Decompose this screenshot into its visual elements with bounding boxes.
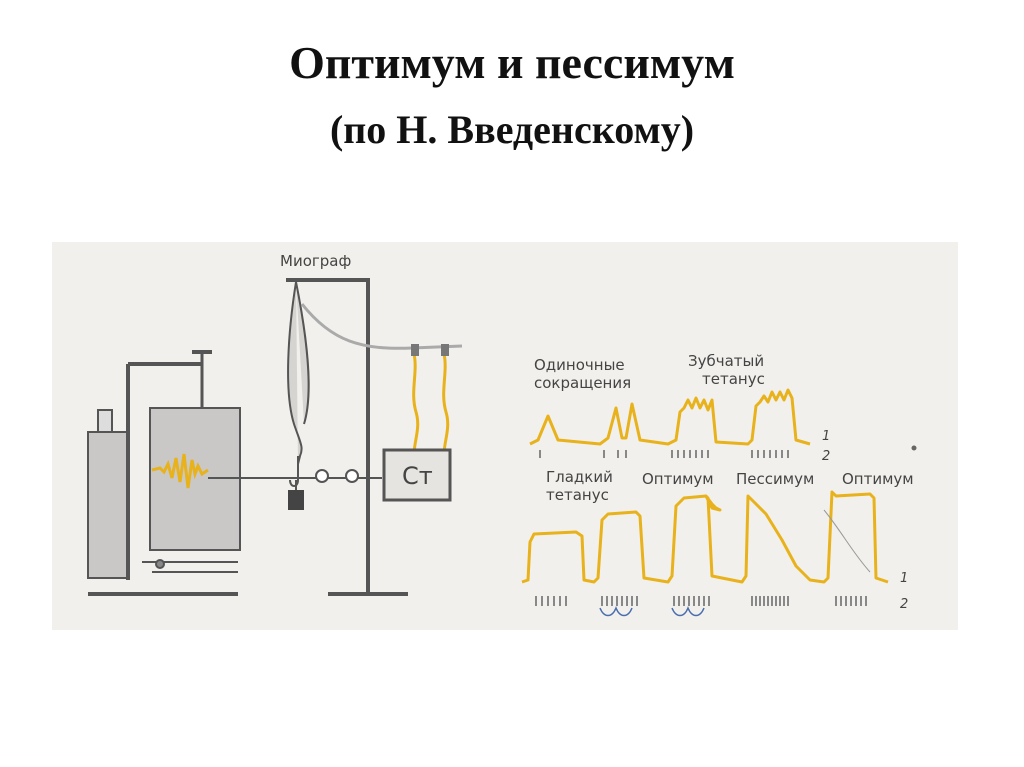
muscle xyxy=(287,281,310,465)
dot-mark xyxy=(911,445,917,451)
label-single-contractions-2: сокращения xyxy=(534,374,631,392)
slide-title: Оптимум и пессимум xyxy=(289,37,735,88)
trace-row-2 xyxy=(521,490,889,584)
pessimum-overlay xyxy=(823,509,871,573)
vvedensky-diagram: Миограф Ст Одиночные сокращения Зубчатый… xyxy=(52,242,958,630)
trace-row-1 xyxy=(529,388,811,446)
stimulus-marks-row-2 xyxy=(535,596,867,606)
diagram-svg: Миограф Ст Одиночные сокращения Зубчатый… xyxy=(87,252,917,617)
label-line-1-row-2: 1 xyxy=(900,571,908,586)
drum-knob xyxy=(155,559,165,569)
label-line-2-row-1: 2 xyxy=(822,449,830,464)
label-dentate-tetanus-2: тетанус xyxy=(702,370,765,388)
kymograph-stand xyxy=(88,362,238,596)
label-line-1-row-1: 1 xyxy=(822,429,830,444)
myograph-label: Миограф xyxy=(280,252,351,270)
label-smooth-tetanus-1: Гладкий xyxy=(546,468,613,486)
lever-pivot-1 xyxy=(315,469,329,483)
stimulus-marks-row-1 xyxy=(539,450,789,458)
electrode-clip-1 xyxy=(411,344,419,356)
weight xyxy=(288,490,304,510)
label-pessimum: Пессимум xyxy=(736,470,814,488)
nerve-wire xyxy=(300,303,463,350)
label-optimum-2: Оптимум xyxy=(842,470,914,488)
handwritten-marks xyxy=(599,605,705,617)
label-line-2-row-2: 2 xyxy=(900,597,908,612)
battery-cylinder xyxy=(87,431,129,579)
slide-subtitle: (по Н. Введенскому) xyxy=(329,107,695,152)
stimulator-label: Ст xyxy=(402,462,433,490)
label-smooth-tetanus-2: тетанус xyxy=(546,486,609,504)
stimulator-box xyxy=(382,448,452,502)
drum-recording xyxy=(151,453,209,489)
label-dentate-tetanus-1: Зубчатый xyxy=(688,352,764,370)
label-optimum-1: Оптимум xyxy=(642,470,714,488)
electrodes xyxy=(412,353,450,463)
battery-cap xyxy=(97,409,113,433)
label-single-contractions-1: Одиночные xyxy=(534,356,625,374)
muscle-hook xyxy=(289,456,299,487)
lever-pivot-2 xyxy=(345,469,359,483)
electrode-clip-2 xyxy=(441,344,449,356)
